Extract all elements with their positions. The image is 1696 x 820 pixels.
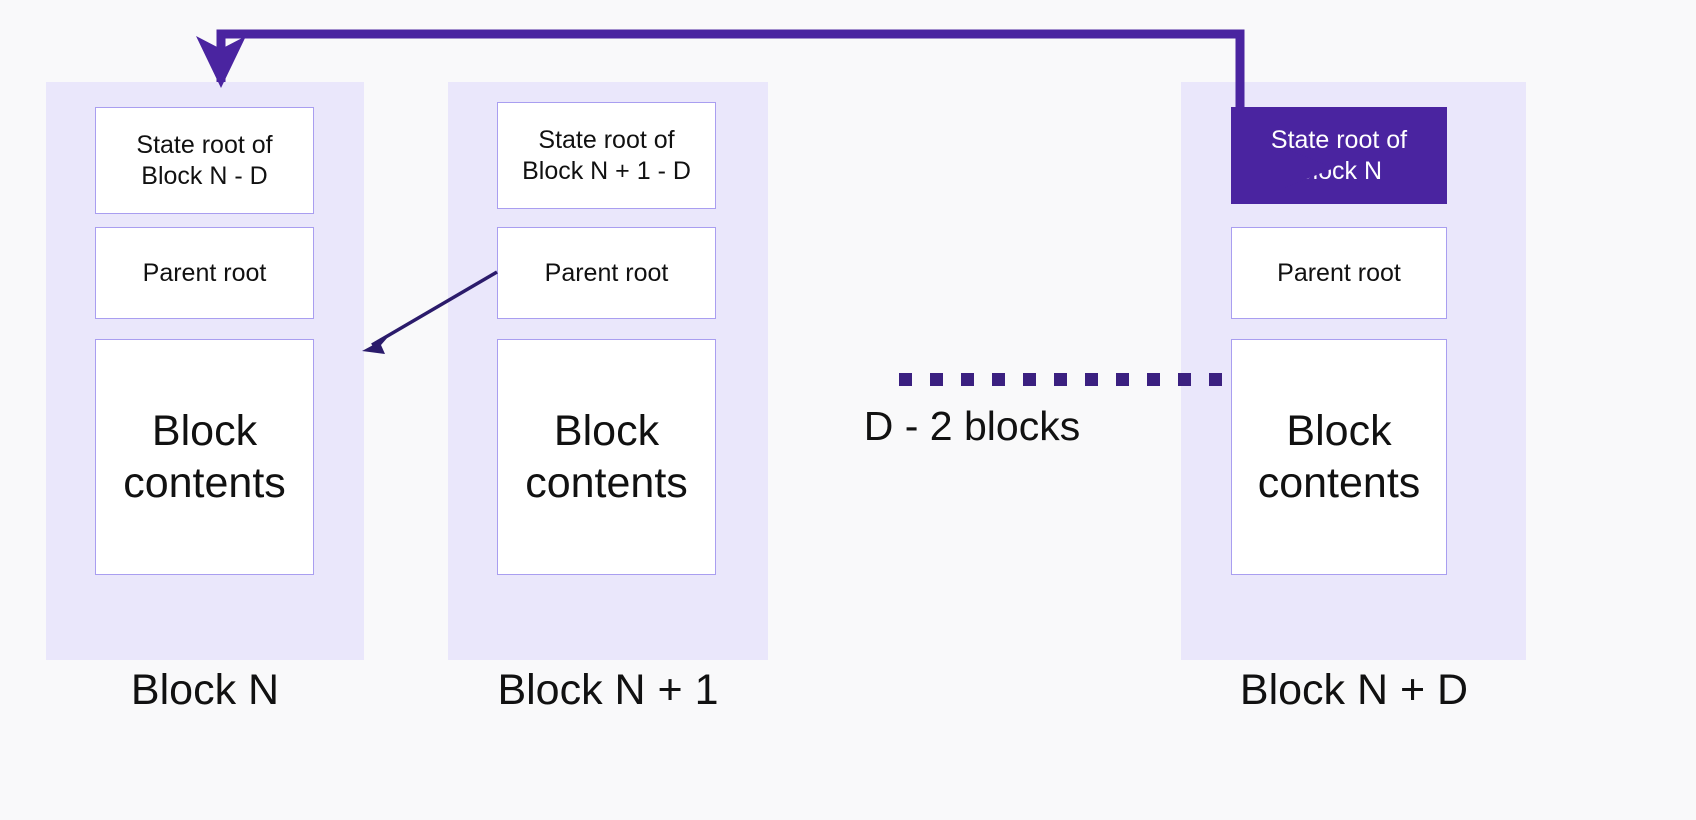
state-root-cell-block-n[interactable]: State root of Block N - D [95,107,314,214]
ellipsis-dot [1116,373,1129,386]
gap-label: D - 2 blocks [863,403,1081,449]
parent-root-cell-block-n-plus-1[interactable]: Parent root [497,227,716,319]
ellipsis-dot [930,373,943,386]
block-contents-cell-block-n[interactable]: Block contents [95,339,314,575]
ellipsis-dot [1209,373,1222,386]
parent-root-cell-block-n[interactable]: Parent root [95,227,314,319]
state-root-cell-block-n-plus-1[interactable]: State root of Block N + 1 - D [497,102,716,209]
column-label-block-n-plus-d: Block N + D [1239,666,1469,714]
ellipsis-dot [1147,373,1160,386]
ellipsis-dot [992,373,1005,386]
ellipsis-dot [1085,373,1098,386]
ellipsis-dot [899,373,912,386]
ellipsis-dot [1054,373,1067,386]
block-contents-cell-block-n-plus-d[interactable]: Block contents [1231,339,1447,575]
column-label-block-n: Block N [130,666,280,714]
column-label-block-n-plus-1: Block N + 1 [497,666,719,714]
block-contents-cell-block-n-plus-1[interactable]: Block contents [497,339,716,575]
ellipsis-dot [1178,373,1191,386]
ellipsis-dot [961,373,974,386]
parent-root-cell-block-n-plus-d[interactable]: Parent root [1231,227,1447,319]
state-root-cell-block-n-plus-d[interactable]: State root of Block N [1231,107,1447,204]
ellipsis-dot [1023,373,1036,386]
